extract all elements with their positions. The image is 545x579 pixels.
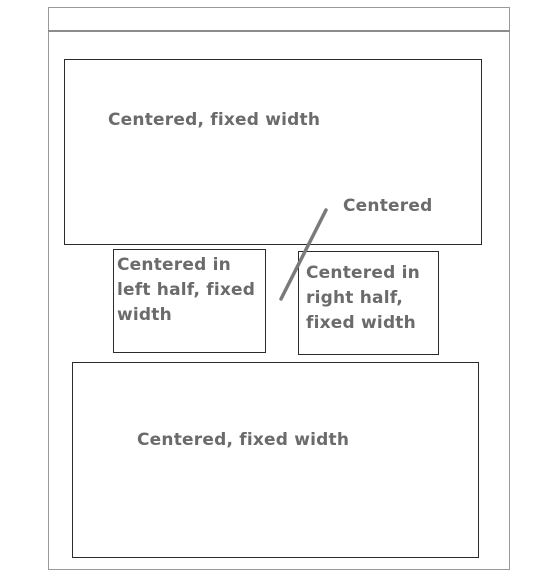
bottom-centered-box [72,362,479,558]
frame-header-divider [48,30,510,32]
top-centered-box [64,59,482,245]
centered-annotation-label: Centered [343,196,433,216]
bottom-box-label: Centered, fixed width [137,430,350,450]
left-half-box-label: Centered in left half, fixed width [117,255,256,325]
pointer-stroke [279,208,328,301]
right-half-box-label: Centered in right half, fixed width [306,263,420,333]
page-frame [48,7,510,570]
left-half-box [113,249,266,353]
top-box-label: Centered, fixed width [108,110,321,130]
right-half-box [298,251,439,355]
